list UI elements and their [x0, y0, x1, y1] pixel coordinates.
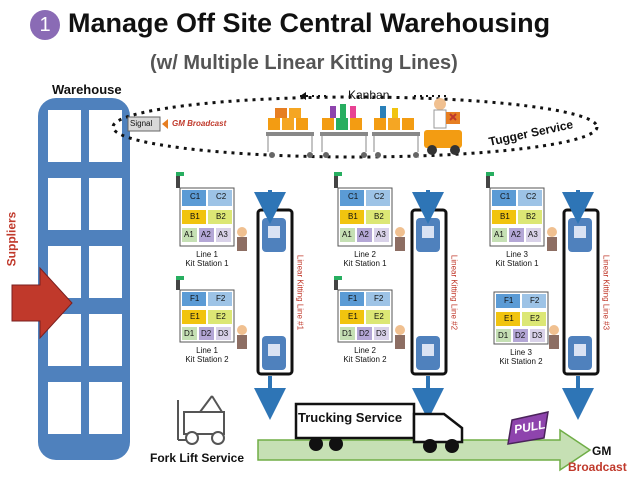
bin-label: B1 [500, 212, 510, 221]
signal-box [127, 116, 161, 132]
pull-sign [507, 411, 549, 445]
station-label-line2-ks1: Line 2 Kit Station 1 [343, 250, 387, 268]
station-group-1 [176, 172, 294, 420]
bin-label: C1 [500, 192, 511, 201]
kanban-label: Kanban [348, 88, 390, 102]
forklift-service-label: Fork Lift Service [150, 451, 245, 465]
tugger-loop [111, 95, 599, 159]
bin-label: F1 [190, 294, 200, 303]
bin-label: E1 [190, 312, 200, 321]
bin-label: C2 [526, 192, 537, 201]
bin-label: A2 [201, 230, 211, 239]
suppliers-arrow [11, 266, 73, 340]
bin-label: D1 [498, 331, 509, 340]
bin-label: C1 [348, 192, 359, 201]
bin-label: C2 [374, 192, 385, 201]
bin-label: A2 [511, 230, 521, 239]
truck-icon [294, 402, 464, 453]
forklift-icon [177, 395, 225, 445]
station-label-line1-ks2: Line 1 Kit Station 2 [185, 346, 229, 364]
bin-label: B2 [374, 212, 384, 221]
station-group-3 [486, 172, 600, 420]
linear-kitting-line-2-label: Linear Kitting Line #2 [449, 254, 459, 331]
warehouse-label: Warehouse [52, 82, 122, 97]
page-title: Manage Off Site Central Warehousing [68, 8, 551, 38]
bin-label: A1 [494, 230, 504, 239]
warehouse-rack [38, 98, 130, 460]
bin-label: B2 [216, 212, 226, 221]
tugger-carts [266, 104, 420, 158]
broadcast-label: Broadcast [568, 460, 627, 474]
bin-label: E1 [348, 312, 358, 321]
bin-label: A3 [376, 230, 386, 239]
station-label-line2-ks2: Line 2 Kit Station 2 [343, 346, 387, 364]
bin-label: A1 [184, 230, 194, 239]
bin-label: C2 [216, 192, 227, 201]
bin-label: A1 [342, 230, 352, 239]
gm-label: GM [592, 444, 612, 458]
bin-label: F1 [504, 296, 514, 305]
gm-broadcast-label: GM Broadcast [172, 119, 227, 128]
station-label-line3-ks1: Line 3 Kit Station 1 [495, 250, 539, 268]
bin-label: B1 [348, 212, 358, 221]
bin-label: D3 [532, 331, 543, 340]
station-label-line3-ks2: Line 3 Kit Station 2 [499, 348, 543, 366]
bin-label: A3 [218, 230, 228, 239]
bin-label: D1 [184, 329, 195, 338]
bin-label: E2 [530, 314, 540, 323]
step-number-badge: 1 [30, 10, 60, 40]
bin-label: D2 [515, 331, 526, 340]
bin-label: D3 [218, 329, 229, 338]
signal-icon [162, 119, 168, 129]
bin-label: B1 [190, 212, 200, 221]
linear-kitting-line-3-label: Linear Kitting Line #3 [601, 254, 611, 331]
bin-label: E2 [216, 312, 226, 321]
bin-label: D2 [201, 329, 212, 338]
bin-label: D2 [359, 329, 370, 338]
tugger-vehicle-icon [424, 98, 462, 155]
bin-label: E1 [504, 314, 514, 323]
bin-label: F1 [348, 294, 358, 303]
station-label-line1-ks1: Line 1 Kit Station 1 [185, 250, 229, 268]
linear-kitting-line-1-label: Linear Kitting Line #1 [295, 254, 305, 331]
trucking-service-label: Trucking Service [298, 410, 403, 425]
bin-label: D3 [376, 329, 387, 338]
bin-label: F2 [374, 294, 384, 303]
bin-label: B2 [526, 212, 536, 221]
bin-label: D1 [342, 329, 353, 338]
suppliers-label: Suppliers [4, 211, 19, 267]
bin-label: E2 [374, 312, 384, 321]
bin-label: C1 [190, 192, 201, 201]
bin-label: F2 [216, 294, 226, 303]
station-group-2 [334, 172, 448, 420]
bin-label: F2 [530, 296, 540, 305]
page-subtitle: (w/ Multiple Linear Kitting Lines) [150, 52, 458, 74]
bin-label: A2 [359, 230, 369, 239]
signal-label: Signal [130, 119, 153, 128]
bin-label: A3 [528, 230, 538, 239]
